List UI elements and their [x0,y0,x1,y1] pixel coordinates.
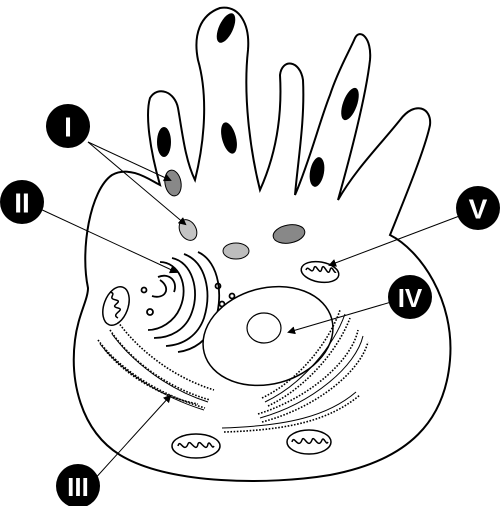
label-I: I [46,104,90,148]
grey-inclusion [223,243,249,259]
label-IV-text: IV [398,283,423,313]
label-III-text: III [67,472,89,502]
mitochondrion [172,434,220,458]
label-II: II [0,180,44,224]
label-V-text: V [469,194,488,225]
label-III: III [56,464,100,506]
label-IV: IV [388,275,432,319]
mitochondrion [287,430,331,454]
dark-inclusion [157,127,171,157]
label-V: V [456,186,500,230]
label-I-text: I [64,112,72,143]
nucleolus [247,313,281,343]
label-II-text: II [14,188,30,219]
cell-membrane [74,8,451,481]
